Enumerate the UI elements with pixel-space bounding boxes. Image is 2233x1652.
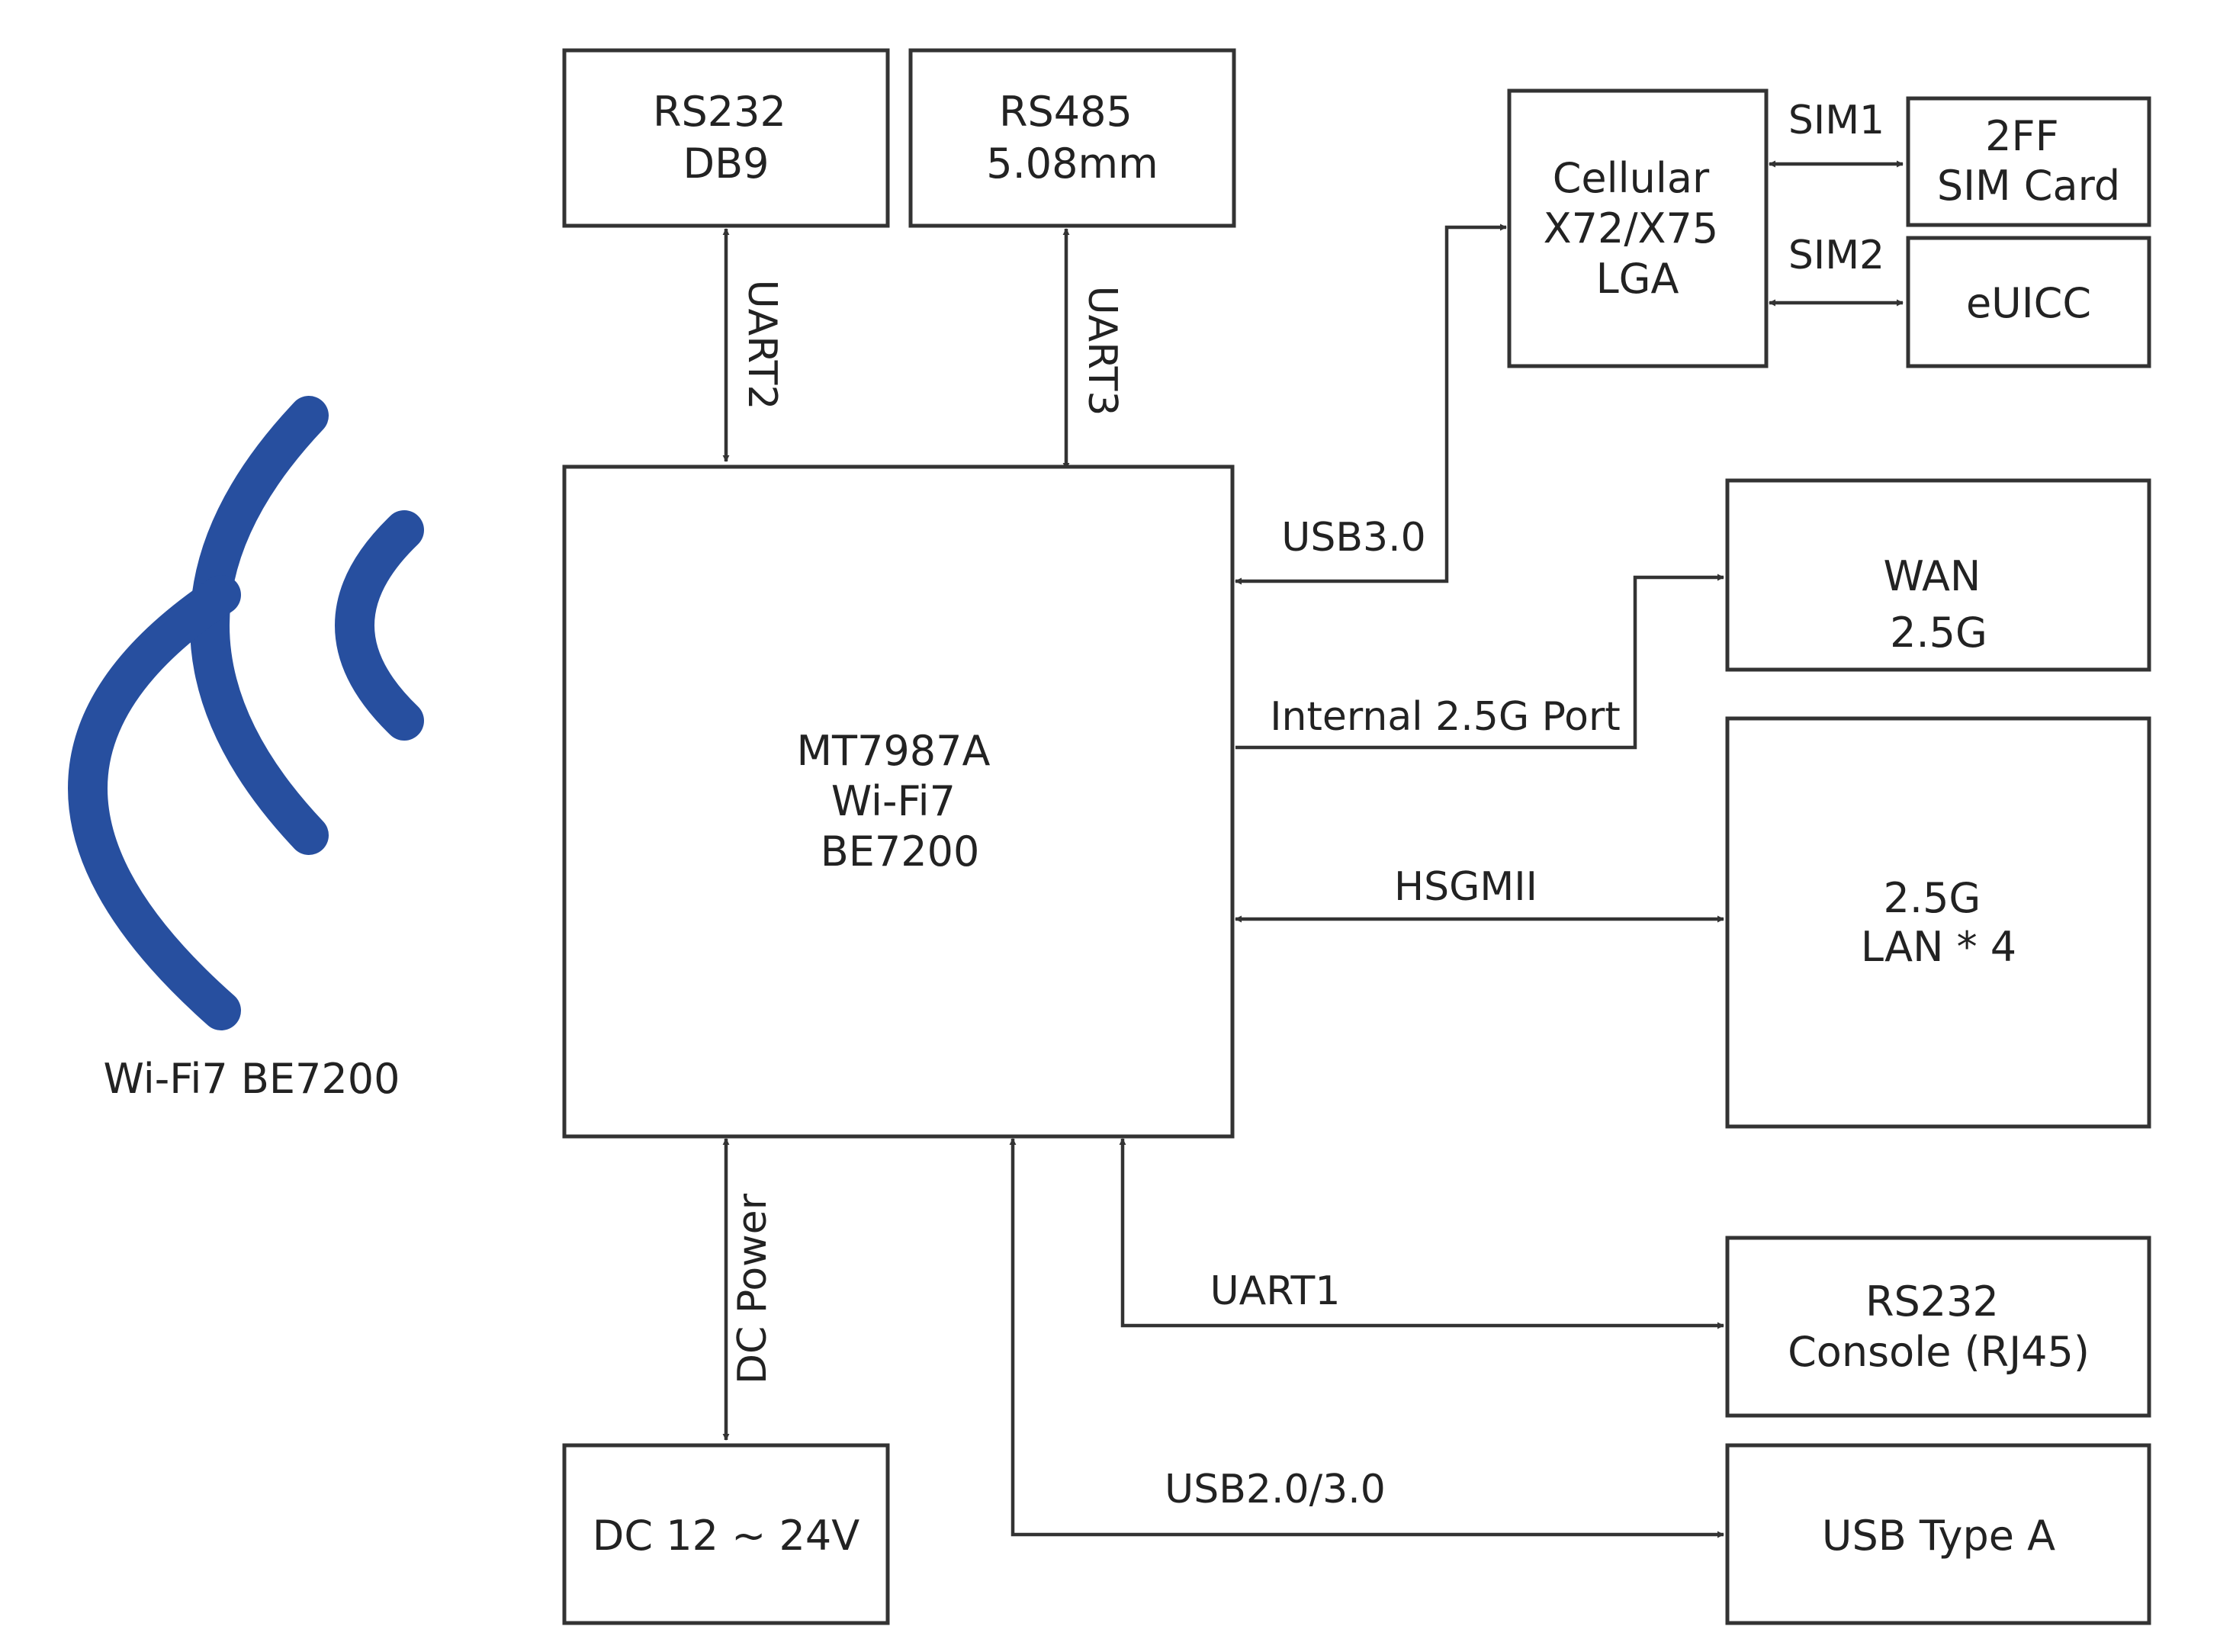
label-internal-port: Internal 2.5G Port xyxy=(1270,694,1621,740)
block-soc: MT7987A Wi-Fi7 BE7200 xyxy=(562,464,1235,1139)
label-uart3: UART3 xyxy=(1079,286,1125,416)
block-rs485-label: RS485 5.08mm xyxy=(986,88,1158,188)
label-hsgmii: HSGMII xyxy=(1394,864,1537,910)
wifi-caption: Wi-Fi7 BE7200 xyxy=(104,1055,400,1103)
block-dc-power: DC 12 ~ 24V xyxy=(562,1443,890,1625)
link-uart1 xyxy=(1119,1138,1724,1329)
block-sim-card: 2FF SIM Card xyxy=(1906,96,2151,227)
label-sim2: SIM2 xyxy=(1788,233,1884,278)
block-usb-a-label: USB Type A xyxy=(1822,1512,2055,1560)
block-wan-label: WAN 2.5G xyxy=(1884,552,1994,657)
block-cellular-label: Cellular X72/X75 LGA xyxy=(1544,154,1732,303)
block-rs485: RS485 5.08mm xyxy=(908,48,1236,228)
block-cellular: Cellular X72/X75 LGA xyxy=(1507,88,1769,368)
block-wan: WAN 2.5G xyxy=(1725,478,2151,672)
label-usb23: USB2.0/3.0 xyxy=(1165,1467,1386,1512)
block-soc-label: MT7987A Wi-Fi7 BE7200 xyxy=(796,727,1003,876)
block-lan-label: 2.5G LAN * 4 xyxy=(1861,874,2016,971)
connections xyxy=(722,160,1904,1538)
wifi-arc-small xyxy=(335,510,424,741)
link-usb23 xyxy=(1009,1138,1724,1538)
block-sim-card-label: 2FF SIM Card xyxy=(1937,112,2120,210)
label-uart2: UART2 xyxy=(739,280,785,410)
link-usb3 xyxy=(1235,223,1507,585)
block-console: RS232 Console (RJ45) xyxy=(1725,1236,2151,1418)
block-console-label: RS232 Console (RJ45) xyxy=(1788,1278,2090,1376)
block-rs232-db9-label: RS232 DB9 xyxy=(653,88,799,188)
block-euicc-label: eUICC xyxy=(1966,279,2091,327)
block-lan: 2.5G LAN * 4 xyxy=(1725,716,2151,1129)
link-internal-port xyxy=(1235,574,1724,750)
label-dc-power: DC Power xyxy=(730,1193,776,1384)
link-labels: UART2 UART3 SIM1 SIM2 USB3.0 Internal 2.… xyxy=(730,98,1884,1512)
block-rs232-db9: RS232 DB9 xyxy=(562,48,890,228)
label-sim1: SIM1 xyxy=(1788,98,1884,143)
wifi-arc-medium xyxy=(190,396,329,855)
label-uart1: UART1 xyxy=(1210,1268,1341,1314)
label-usb3: USB3.0 xyxy=(1281,515,1425,561)
block-dc-power-label: DC 12 ~ 24V xyxy=(593,1512,859,1560)
wifi-signal-icon xyxy=(68,396,424,1030)
block-euicc: eUICC xyxy=(1906,236,2151,368)
wifi-arc-large xyxy=(68,575,241,1030)
block-usb-a: USB Type A xyxy=(1725,1443,2151,1625)
